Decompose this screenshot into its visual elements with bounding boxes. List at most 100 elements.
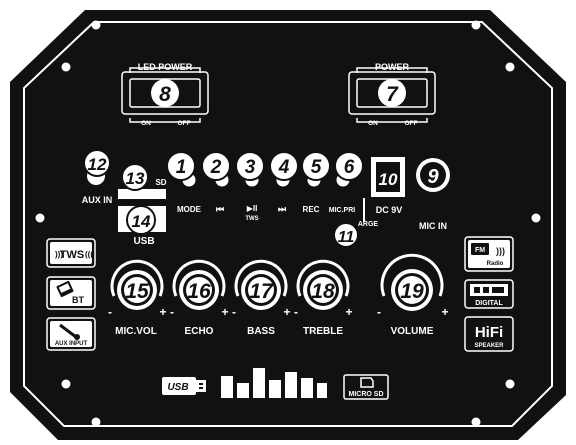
knob-mic-vol-plus: + [159, 305, 166, 319]
prev-icon: ⏮ [216, 204, 224, 214]
dc-label: DC 9V [376, 205, 403, 215]
play-pause-icon: ▶II [247, 204, 258, 213]
knob-echo-number: 16 [187, 280, 211, 303]
button-mode[interactable]: 1 MODE [166, 151, 202, 214]
knob-mic-vol-minus: - [108, 305, 112, 319]
knob-bass-number: 17 [249, 280, 274, 303]
tws-waves-right-icon: ((( [85, 250, 93, 259]
knob-treble-plus: + [345, 305, 352, 319]
play-number: 3 [245, 157, 256, 178]
dc-number: 10 [379, 170, 398, 189]
knob-bass-label: BASS [247, 326, 275, 337]
prev-number: 2 [210, 157, 222, 178]
led-power-on-label: ON [141, 120, 151, 127]
sd-card-icon [360, 377, 374, 388]
mic-in-number: 9 [427, 166, 439, 188]
bt-badge-label: BT [72, 295, 84, 305]
speaker-label: SPEAKER [474, 343, 504, 349]
microphone-icon [59, 323, 80, 340]
aux-in-label: AUX IN [82, 195, 113, 205]
sd-number: 13 [126, 169, 145, 188]
button-play-pause[interactable]: 3 ▶II TWS [235, 151, 265, 222]
knob-bass-plus: + [283, 305, 290, 319]
panel-outline [23, 21, 553, 427]
mic-pri-label: MIC.PRI [329, 207, 356, 214]
usb-plug-label: USB [167, 382, 188, 393]
digital-label: DIGITAL [475, 300, 503, 307]
next-number: 4 [278, 157, 290, 178]
equalizer-icon [221, 368, 327, 398]
hifi-label: HiFi [475, 324, 503, 341]
aux-in-jack[interactable]: 12 AUX IN [82, 149, 113, 205]
knob-echo[interactable]: 16 - + ECHO [170, 259, 229, 337]
mode-number: 1 [176, 157, 187, 178]
knob-treble-label: TREBLE [303, 326, 343, 337]
mic-in-jack[interactable]: 9 MIC IN [416, 158, 450, 231]
knob-volume-number: 19 [400, 280, 424, 303]
fm-radio-badge: FM ))) Radio [464, 236, 514, 272]
led-power-switch[interactable]: LED POWER 8 ON OFF [121, 62, 209, 127]
knob-mic-vol-number: 15 [125, 280, 149, 303]
bt-badge: BT [46, 276, 96, 310]
sd-label: SD [155, 178, 166, 187]
led-power-label: LED POWER [138, 62, 193, 72]
mode-label: MODE [177, 205, 202, 214]
button-prev[interactable]: 2 ⏮ [201, 151, 231, 214]
knob-bass-minus: - [232, 305, 236, 319]
knob-volume-plus: + [441, 305, 448, 319]
micro-sd-label: MICRO SD [349, 391, 384, 398]
knob-mic-vol-label: MIC.VOL [115, 326, 157, 337]
power-switch[interactable]: POWER 7 ON OFF [348, 62, 436, 127]
knob-echo-minus: - [170, 305, 174, 319]
screw-holes [35, 20, 541, 427]
aux-input-badge: AUX INPUT [46, 317, 96, 351]
knob-echo-label: ECHO [185, 326, 214, 337]
tws-waves-left-icon: ))) [55, 250, 63, 259]
button-mic-priority[interactable]: 6 MIC.PRI [329, 151, 364, 214]
radio-label: Radio [487, 261, 504, 267]
power-off-label: OFF [405, 120, 418, 127]
tws-sub-label: TWS [245, 216, 258, 222]
knob-bass[interactable]: 17 - + BASS [232, 259, 291, 337]
usb-label: USB [133, 236, 154, 247]
bluetooth-device-icon [56, 280, 74, 298]
mp3-digital-badge: DIGITAL [464, 279, 514, 309]
micro-sd-badge: MICRO SD [343, 374, 389, 400]
tws-badge-label: TWS [60, 249, 84, 261]
led-power-number: 8 [159, 83, 171, 106]
sd-usb-slots[interactable]: 13 SD 14 USB [118, 163, 167, 247]
fm-label: FM [475, 247, 485, 254]
next-icon: ⏭ [278, 204, 287, 214]
tws-badge: ))) TWS ((( [46, 238, 96, 268]
charge-label: ARGE [358, 221, 379, 228]
usb-plug-icon: USB [162, 377, 206, 395]
rec-number: 5 [311, 157, 322, 178]
dc-jack[interactable]: 10 DC 9V [371, 157, 405, 215]
power-label: POWER [375, 62, 410, 72]
charge-number: 11 [338, 229, 355, 246]
mic-in-label: MIC IN [419, 221, 447, 231]
knob-volume-label: VOLUME [391, 326, 434, 337]
aux-in-number: 12 [88, 155, 107, 174]
knob-volume-minus: - [377, 305, 381, 319]
panel-body [10, 10, 566, 440]
button-rec[interactable]: 5 REC [301, 151, 331, 214]
led-power-off-label: OFF [178, 120, 191, 127]
charge-indicator: ARGE 11 [333, 198, 379, 248]
power-number: 7 [386, 83, 399, 106]
hifi-speaker-badge: HiFi SPEAKER [464, 316, 514, 352]
knob-treble[interactable]: 18 - + TREBLE [294, 259, 353, 337]
fm-radio-icon: ))) [496, 246, 505, 256]
rec-label: REC [303, 205, 320, 214]
knob-mic-vol[interactable]: 15 - + MIC.VOL [108, 259, 167, 337]
knob-treble-minus: - [294, 305, 298, 319]
knob-volume[interactable]: 19 - + VOLUME [377, 253, 449, 337]
power-on-label: ON [368, 120, 378, 127]
aux-input-badge-label: AUX INPUT [55, 341, 88, 347]
knob-echo-plus: + [221, 305, 228, 319]
button-next[interactable]: 4 ⏭ [269, 151, 299, 214]
mic-pri-number: 6 [344, 157, 355, 178]
usb-number: 14 [132, 212, 151, 231]
knob-treble-number: 18 [311, 280, 335, 303]
